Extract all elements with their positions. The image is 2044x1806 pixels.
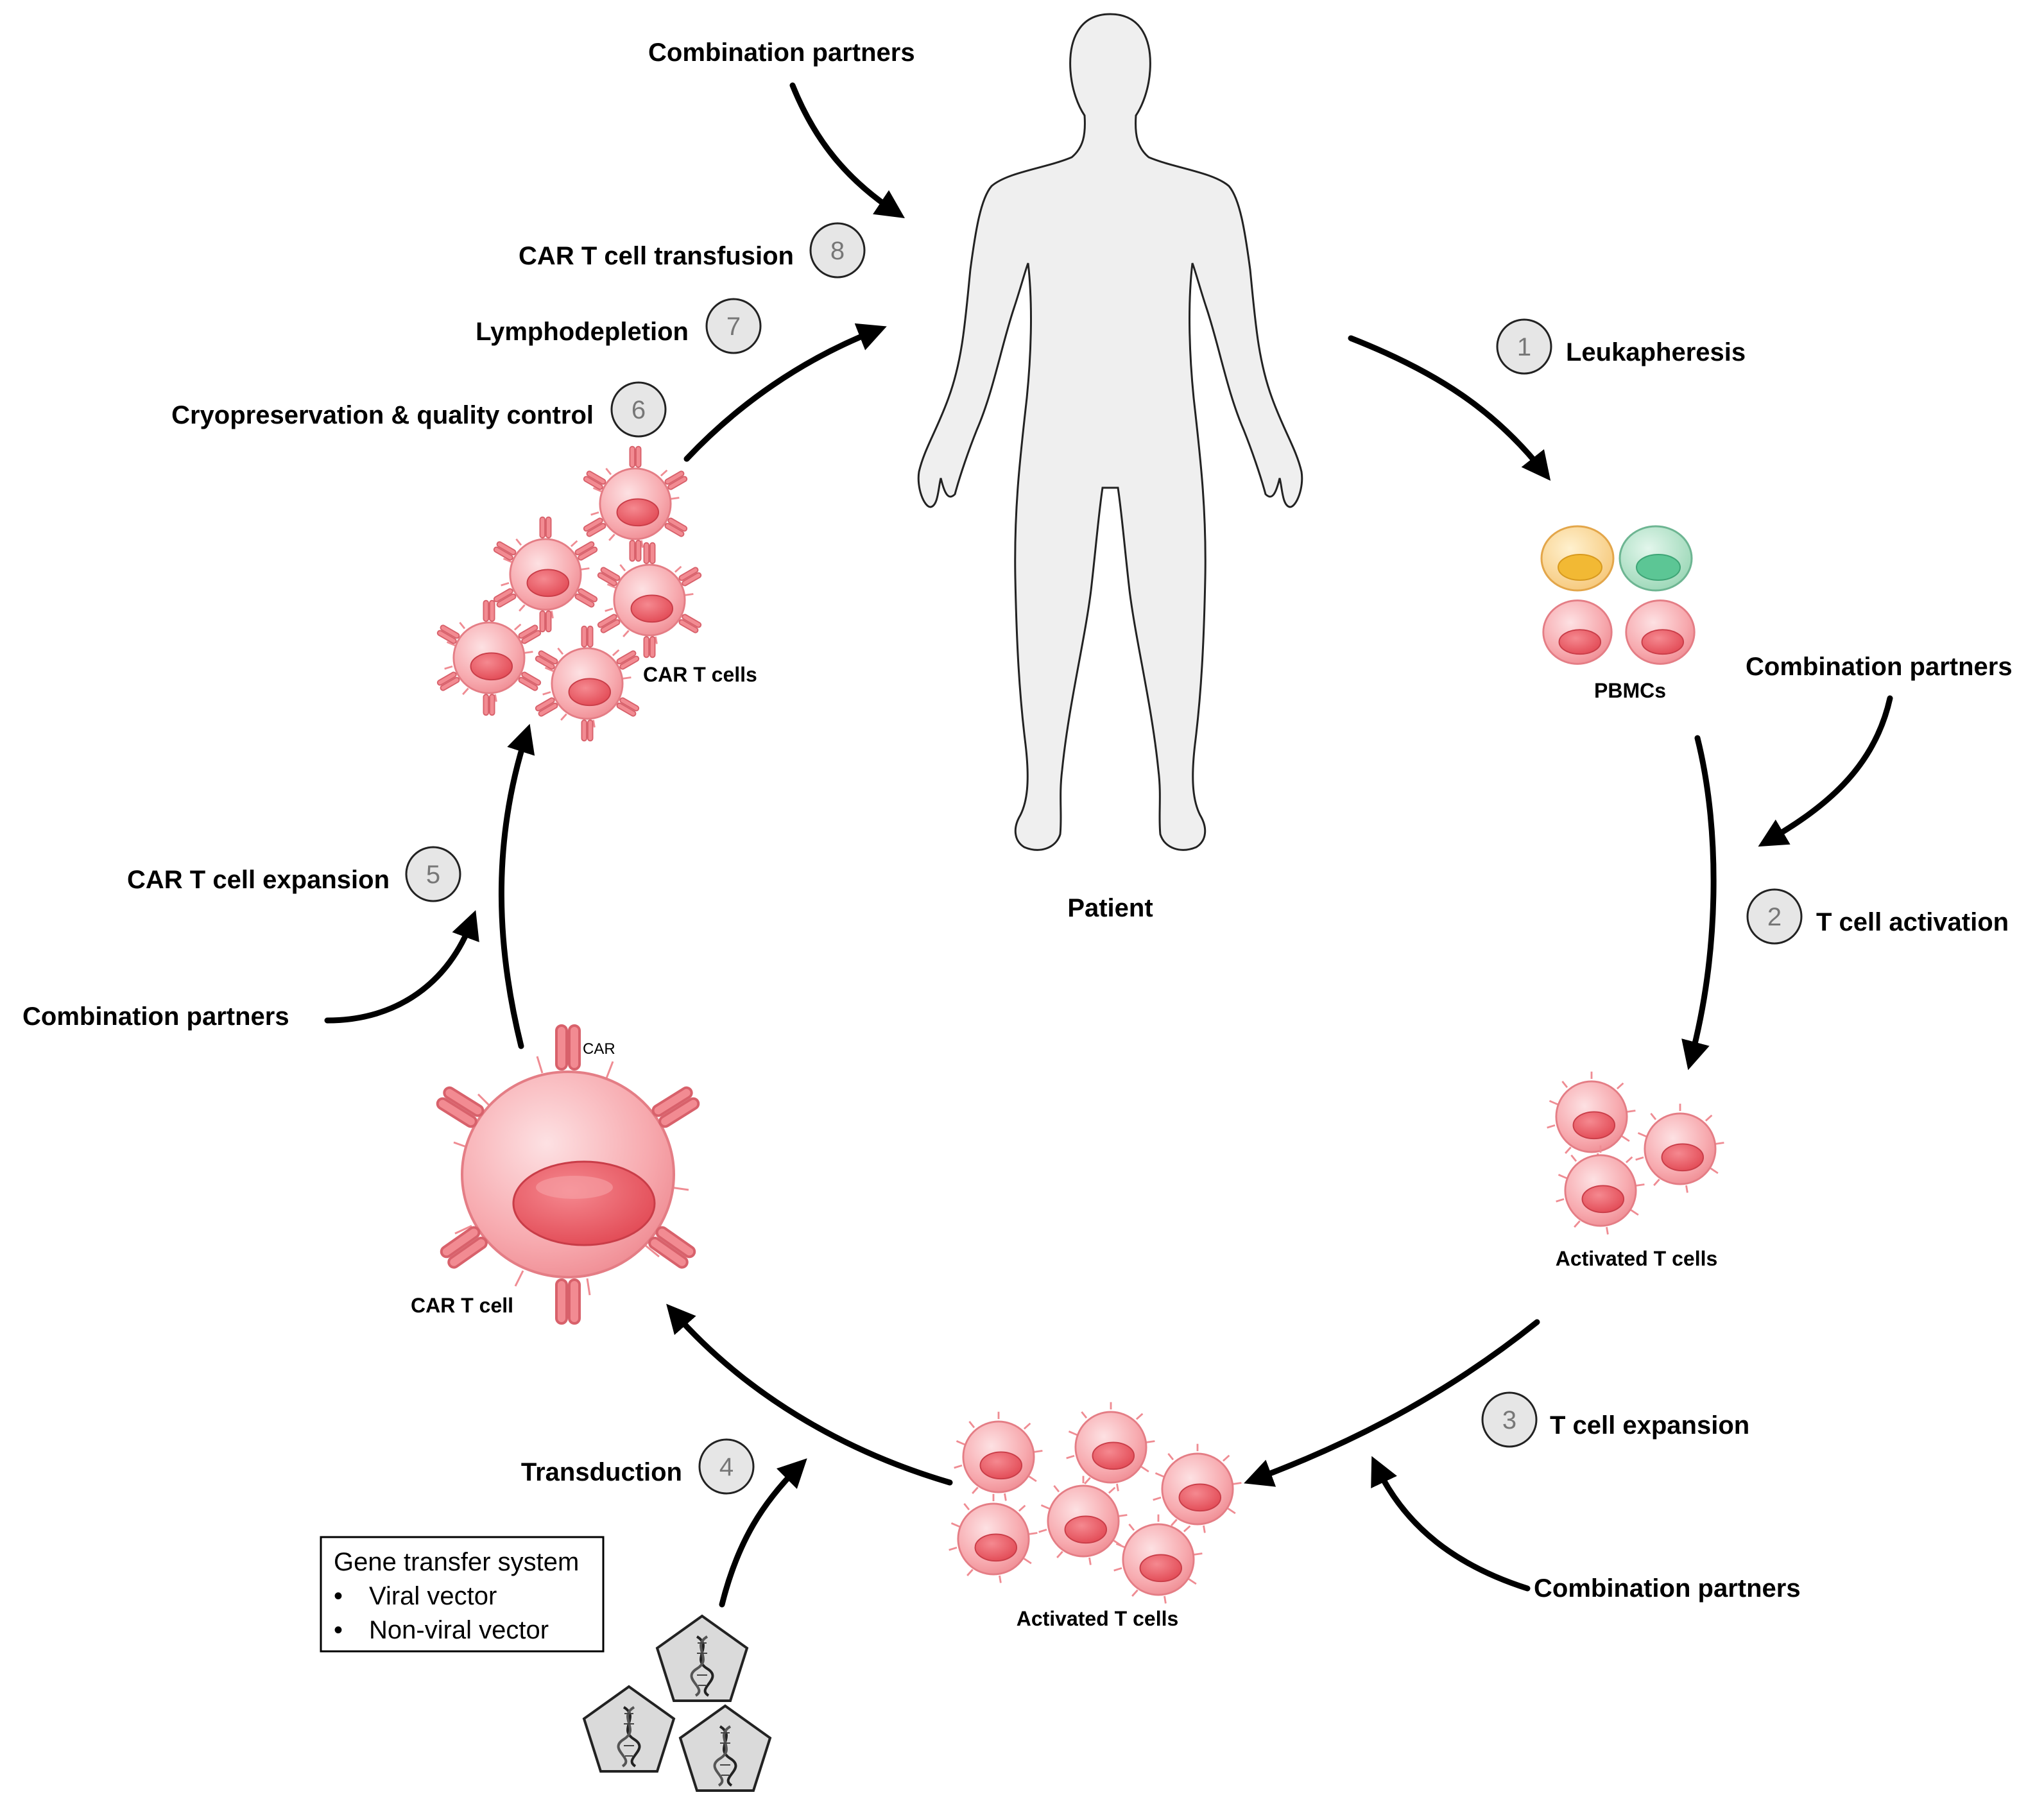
combination-label-right: Combination partners (1746, 653, 2013, 681)
pbmc-cluster (1540, 525, 1696, 665)
gene-transfer-box: Gene transfer system • Viral vector • No… (320, 1536, 605, 1653)
combo-arrow-right (1758, 695, 1893, 847)
arrow-pbmcs-to-activated (1681, 735, 1717, 1071)
gene-transfer-item-viral: Viral vector (369, 1582, 497, 1610)
combo-arrow-left (324, 910, 479, 1024)
car-t-cell-large (434, 1024, 702, 1325)
step-label-t-cell-activation: T cell activation (1816, 908, 2009, 936)
arrow-patient-to-pbmcs (1348, 335, 1551, 481)
step-label-cryopreservation: Cryopreservation & quality control (171, 401, 594, 429)
svg-text:5: 5 (426, 861, 440, 889)
arrow-cart-to-cart-cells (498, 723, 535, 1049)
arrow-expansion-to-cart (666, 1303, 953, 1486)
combo-arrow-top (789, 82, 905, 218)
activated-t-cells-right (1546, 1071, 1725, 1235)
svg-text:8: 8 (830, 237, 845, 265)
step-badge-7: 7 (705, 298, 762, 354)
combination-label-bottom: Combination partners (1534, 1574, 1801, 1603)
step-badge-3: 3 (1481, 1391, 1538, 1448)
arrow-cart-cells-to-patient (683, 323, 887, 462)
step-label-car-t-transfusion: CAR T cell transfusion (519, 242, 794, 270)
car-label: CAR (583, 1040, 615, 1058)
svg-text:3: 3 (1502, 1406, 1516, 1434)
svg-text:2: 2 (1767, 903, 1782, 931)
arrow-activated-to-expansion (1244, 1319, 1540, 1487)
svg-text:1: 1 (1517, 333, 1531, 361)
step-badge-1: 1 (1496, 318, 1552, 375)
viral-vectors (583, 1615, 771, 1792)
step-label-car-t-expansion: CAR T cell expansion (127, 866, 390, 894)
activated-t-cells-bottom (948, 1401, 1242, 1604)
step-badge-2: 2 (1746, 888, 1803, 945)
car-t-cell-label: CAR T cell (411, 1294, 513, 1317)
svg-text:4: 4 (719, 1453, 734, 1481)
step-label-leukapheresis: Leukapheresis (1566, 338, 1746, 366)
activated-t-cells-right-label: Activated T cells (1556, 1247, 1718, 1270)
combination-label-top: Combination partners (648, 39, 915, 67)
gene-transfer-item-non-viral: Non-viral vector (369, 1616, 549, 1644)
combination-arrows (324, 82, 1893, 1608)
svg-text:•: • (334, 1582, 343, 1610)
cycle-arrows (498, 323, 1717, 1487)
combo-arrow-bottom (1371, 1456, 1531, 1592)
transduction-arrow (719, 1458, 807, 1608)
car-t-cells-cluster (436, 447, 701, 741)
step-label-transduction: Transduction (521, 1458, 682, 1486)
step-badge-8: 8 (809, 222, 866, 279)
svg-text:•: • (334, 1616, 343, 1644)
car-t-cells-label: CAR T cells (643, 663, 757, 686)
activated-t-cells-bottom-label: Activated T cells (1017, 1607, 1179, 1630)
step-label-t-cell-expansion: T cell expansion (1550, 1411, 1749, 1440)
step-label-lymphodepletion: Lymphodepletion (476, 318, 689, 346)
gene-transfer-title: Gene transfer system (334, 1548, 579, 1576)
svg-text:7: 7 (726, 313, 741, 341)
combination-label-left: Combination partners (22, 1002, 289, 1031)
step-badge-6: 6 (610, 381, 667, 438)
svg-text:6: 6 (631, 396, 646, 424)
patient-label: Patient (1067, 894, 1153, 922)
step-badge-5: 5 (405, 846, 461, 902)
pbmcs-label: PBMCs (1594, 679, 1666, 702)
patient-body (917, 13, 1303, 851)
step-badge-4: 4 (698, 1438, 755, 1495)
